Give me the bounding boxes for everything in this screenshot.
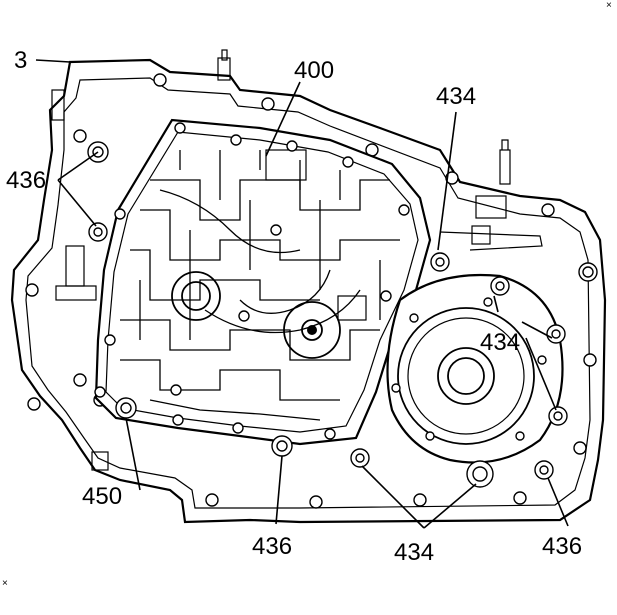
label-bolt-436-bottom: 436: [252, 533, 292, 560]
label-bolt-434-bottom: 434: [394, 539, 434, 566]
valve-body-400: [94, 118, 432, 446]
corner-mark-bottom-left: ×: [2, 578, 8, 589]
label-bolt-436-left: 436: [6, 167, 46, 194]
label-bolt-434-right: 434: [480, 329, 520, 356]
pump-cover: [386, 273, 564, 464]
label-housing-3: 3: [14, 47, 27, 74]
label-bolt-434-top: 434: [436, 83, 476, 110]
label-valve-body-400: 400: [294, 57, 334, 84]
label-bolt-436-right: 436: [542, 533, 582, 560]
callout-labels: 3 400 434 436 434 450 436 434 436: [6, 47, 582, 566]
callout-bolts: [87, 141, 568, 488]
leader-lines: [35, 59, 569, 529]
label-bolt-450: 450: [82, 483, 122, 510]
corner-mark-top-right: ×: [606, 0, 612, 11]
